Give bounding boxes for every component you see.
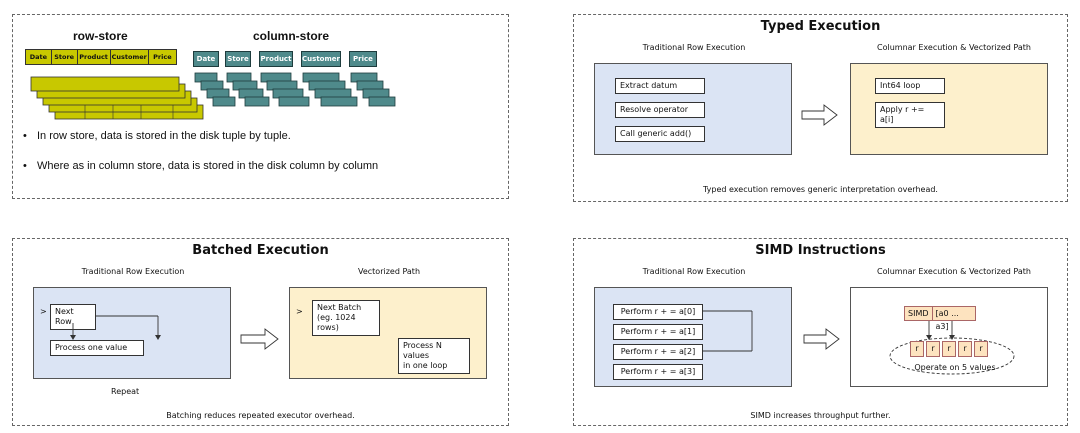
- row-stack-bars: [30, 76, 204, 120]
- batched-arrow-icon: [240, 328, 279, 350]
- column-stack: [194, 72, 396, 107]
- simd-operate: Operate on 5 values: [914, 363, 996, 372]
- typed-left-area: Extract datum Resolve operator Call gene…: [594, 63, 792, 155]
- row-header-date: Date: [26, 50, 52, 64]
- simd-range: [a0 ... a3]: [935, 309, 959, 331]
- batched-process-one: Process one value: [50, 340, 144, 356]
- simd-label: SIMD: [905, 307, 933, 320]
- storage-panel: row-store column-store Date Store Produc…: [12, 14, 509, 199]
- typed-step-resolve: Resolve operator: [615, 102, 705, 118]
- row-header-strip: Date Store Product Customer Price: [25, 49, 177, 65]
- batched-caption: Batching reduces repeated executor overh…: [166, 411, 355, 420]
- row-stack-dividers: [84, 105, 174, 119]
- row-header-price: Price: [153, 53, 172, 61]
- col-header-date: Date: [193, 51, 219, 67]
- batched-repeat: Repeat: [111, 387, 140, 396]
- typed-step-apply: Apply r += a[i]: [875, 102, 945, 128]
- column-store-title: column-store: [253, 29, 330, 43]
- col-header-price: Price: [349, 51, 377, 67]
- simd-step-1: Perform r + = a[1]: [613, 324, 703, 340]
- simd-left-label: Traditional Row Execution: [642, 267, 746, 276]
- simd-title: SIMD Instructions: [755, 243, 886, 258]
- batched-execution-panel: Batched Execution Traditional Row Execut…: [12, 238, 509, 426]
- typed-step-call: Call generic add(): [615, 126, 705, 142]
- simd-panel: SIMD Instructions Traditional Row Execut…: [573, 238, 1068, 426]
- typed-title: Typed Execution: [760, 19, 881, 34]
- batched-left-marker: >: [40, 307, 47, 316]
- row-header-customer: Customer: [111, 50, 149, 64]
- batched-process-n-line2: in one loop: [403, 361, 448, 370]
- col-header-product: Product: [259, 51, 293, 67]
- simd-left-area: Perform r + = a[0] Perform r + = a[1] Pe…: [594, 287, 792, 387]
- col-header-customer: Customer: [301, 51, 341, 67]
- simd-right-area: [850, 287, 1048, 387]
- batched-left-label: Traditional Row Execution: [81, 267, 185, 276]
- batched-next-batch-line2: (eg. 1024 rows): [317, 313, 356, 332]
- typed-caption: Typed execution removes generic interpre…: [703, 185, 938, 194]
- register-cell: r: [942, 341, 956, 357]
- batched-next-batch: Next Batch (eg. 1024 rows): [312, 300, 380, 336]
- register-cell: r: [926, 341, 940, 357]
- typed-execution-panel: Typed Execution Traditional Row Executio…: [573, 14, 1068, 202]
- register-cell: r: [910, 341, 924, 357]
- typed-right-area: Int64 loop Apply r += a[i]: [850, 63, 1048, 155]
- typed-left-label: Traditional Row Execution: [642, 43, 746, 52]
- typed-right-label: Columnar Execution & Vectorized Path: [877, 43, 1031, 52]
- bullet-row-store: •In row store, data is stored in the dis…: [23, 130, 291, 142]
- batched-left-area: > Next Row Process one value: [33, 287, 231, 379]
- bullet-column-store: •Where as in column store, data is store…: [23, 160, 379, 172]
- batched-title: Batched Execution: [192, 243, 329, 258]
- register-cell: r: [958, 341, 972, 357]
- register-cell: r: [974, 341, 988, 357]
- simd-connectors: [702, 310, 1015, 375]
- simd-caption: SIMD increases throughput further.: [750, 411, 891, 420]
- simd-step-0: Perform r + = a[0]: [613, 304, 703, 320]
- batched-right-marker: >: [296, 307, 303, 316]
- row-header-store: Store: [52, 50, 78, 64]
- simd-step-3: Perform r + = a[3]: [613, 364, 703, 380]
- simd-arrow-icon: [803, 328, 840, 350]
- batched-process-n: Process N values in one loop: [398, 338, 470, 374]
- row-store-title: row-store: [73, 29, 128, 43]
- simd-label-box: SIMD [a0 ... a3]: [904, 306, 976, 331]
- batched-process-n-line1: Process N values: [403, 341, 442, 360]
- typed-step-int64: Int64 loop: [875, 78, 945, 94]
- col-header-store: Store: [225, 51, 251, 67]
- simd-right-label: Columnar Execution & Vectorized Path: [877, 267, 1031, 276]
- row-tuple-2: [30, 76, 180, 92]
- simd-register-row: r r r r r: [910, 341, 988, 357]
- simd-step-2: Perform r + = a[2]: [613, 344, 703, 360]
- row-store-stack: [30, 72, 396, 120]
- batched-right-area: > Next Batch (eg. 1024 rows) Process N v…: [289, 287, 487, 379]
- row-header-product: Product: [78, 50, 111, 64]
- typed-step-extract: Extract datum: [615, 78, 705, 94]
- batched-right-label: Vectorized Path: [357, 267, 421, 276]
- typed-arrow-icon: [801, 104, 838, 126]
- batched-next-batch-line1: Next Batch: [317, 303, 362, 312]
